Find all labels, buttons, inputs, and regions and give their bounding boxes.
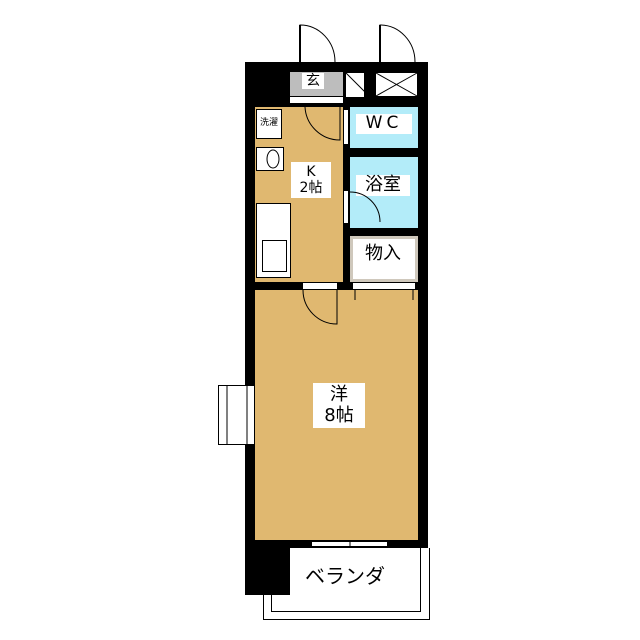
wall-block-bottom-left <box>245 548 290 595</box>
balcony-label: ベランダ <box>305 564 385 588</box>
closet-door[interactable] <box>353 283 415 289</box>
western-size: 8帖 <box>324 404 354 426</box>
kitchen-label: K 2帖 <box>291 162 331 199</box>
washer-space <box>256 109 282 139</box>
shoe-box-mark <box>344 71 366 93</box>
genkan-step <box>290 97 343 103</box>
sink-bowl <box>266 149 280 169</box>
door-wc[interactable] <box>343 109 349 145</box>
bath-door-swing <box>349 191 381 223</box>
kitchen-type: K <box>306 164 316 180</box>
storage <box>350 236 418 282</box>
side-window[interactable] <box>218 385 255 445</box>
western-label: 洋 8帖 <box>313 383 365 429</box>
western-door-swing <box>302 289 338 325</box>
western-type: 洋 <box>330 384 348 405</box>
door-western[interactable] <box>303 283 337 289</box>
laundry-label: 洗濯 <box>259 118 278 128</box>
ps-door-swing <box>379 24 416 63</box>
stove <box>262 240 287 272</box>
wc-label: WC <box>356 113 412 134</box>
pipe-space-cross <box>375 72 418 97</box>
door-bath[interactable] <box>343 190 349 224</box>
entry-door-swing <box>299 24 336 63</box>
shoe-box <box>345 72 365 98</box>
kitchen-door-swing <box>304 106 341 141</box>
bath-label: 浴室 <box>356 174 410 196</box>
storage-label: 物入 <box>365 243 401 264</box>
wall-block-top-left <box>245 62 290 107</box>
kitchen-size: 2帖 <box>299 180 323 197</box>
genkan-label: 玄 <box>302 73 324 90</box>
